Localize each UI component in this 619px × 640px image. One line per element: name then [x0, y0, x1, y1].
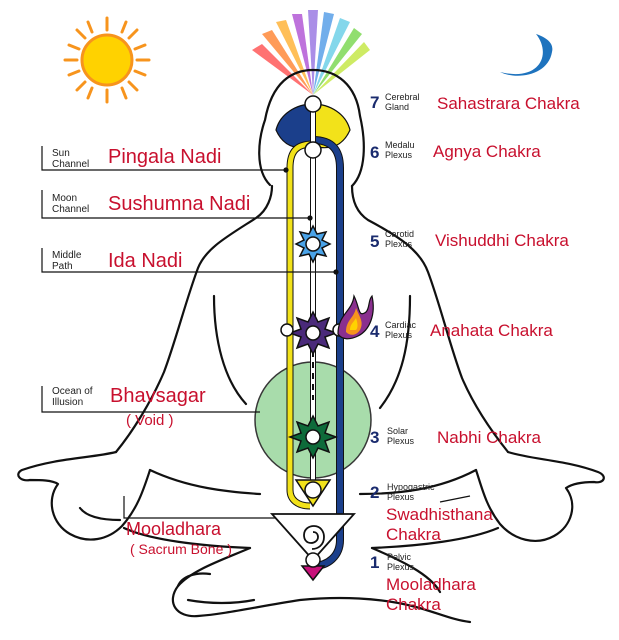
chakra-4-plexus: Cardiac Plexus: [385, 320, 417, 340]
chakra-6-number: 6: [370, 143, 380, 162]
mooladhara-left-label: Mooladhara: [126, 519, 222, 539]
chakra-7-number: 7: [370, 93, 380, 112]
chakra-1-name-line1: Mooladhara: [386, 575, 476, 594]
chakra-6-node: [304, 141, 322, 159]
sacrum-bone-label: ( Sacrum Bone ): [130, 541, 232, 557]
chakra-5-plexus: Carotid Plexus: [385, 229, 415, 249]
chakra-4-number: 4: [370, 322, 380, 341]
chakra-3-name: Nabhi Chakra: [437, 428, 541, 447]
sun-icon: [63, 16, 151, 104]
chakra-1-plexus: Pelvic Plexus: [387, 552, 415, 572]
chakra-2-number: 2: [370, 483, 380, 502]
spiral-icon: [303, 525, 325, 550]
leader-lines-left: [41, 146, 471, 519]
crown-rays-icon: [252, 10, 370, 95]
body-outline: [17, 68, 605, 624]
chakra-2-node: [294, 479, 332, 508]
pingala-nadi-label: Pingala Nadi: [108, 146, 222, 168]
chakra-4-name: Anahata Chakra: [430, 321, 553, 340]
sacrum-triangle: [269, 513, 357, 562]
ocean-of-illusion-caption: Ocean of Illusion: [52, 386, 93, 408]
chakra-nodes: [269, 95, 357, 582]
chakra-2-plexus: Hypogastric Plexus: [387, 482, 435, 502]
moon-channel-caption: Moon Channel: [52, 193, 90, 215]
chakra-7-node: [304, 95, 322, 113]
chakra-5-number: 5: [370, 232, 380, 251]
chakra-2-name-line2: Chakra: [386, 525, 441, 544]
chakra-5-node: [294, 224, 332, 264]
middle-path-caption: Middle Path: [52, 250, 82, 272]
chakra-2-name-line1: Swadhisthana: [386, 505, 493, 524]
chakra-5-name: Vishuddhi Chakra: [435, 231, 569, 250]
ida-nadi-label: Ida Nadi: [108, 250, 183, 272]
void-label: ( Void ): [126, 412, 174, 429]
chakra-1-name-line2: Chakra: [386, 595, 441, 614]
sushumna-nadi-label: Sushumna Nadi: [108, 193, 251, 215]
nadi-channels: [286, 100, 344, 570]
sun-channel-caption: Sun Channel: [52, 148, 90, 170]
moon-icon: [500, 34, 553, 76]
chakra-3-plexus: Solar Plexus: [387, 426, 415, 446]
chakra-6-name: Agnya Chakra: [433, 142, 541, 161]
chakra-7-plexus: Cerebral Gland: [385, 92, 420, 112]
chakra-1-number: 1: [370, 553, 380, 572]
chakra-6-plexus: Medalu Plexus: [385, 140, 415, 160]
chakra-7-name: Sahastrara Chakra: [437, 94, 580, 113]
flame-icon: [337, 293, 374, 340]
chakra-3-number: 3: [370, 428, 380, 447]
bhavsagar-label: Bhavsagar: [110, 385, 206, 407]
chakra-1-node: [300, 552, 326, 582]
chakra-3-node: [287, 414, 339, 460]
